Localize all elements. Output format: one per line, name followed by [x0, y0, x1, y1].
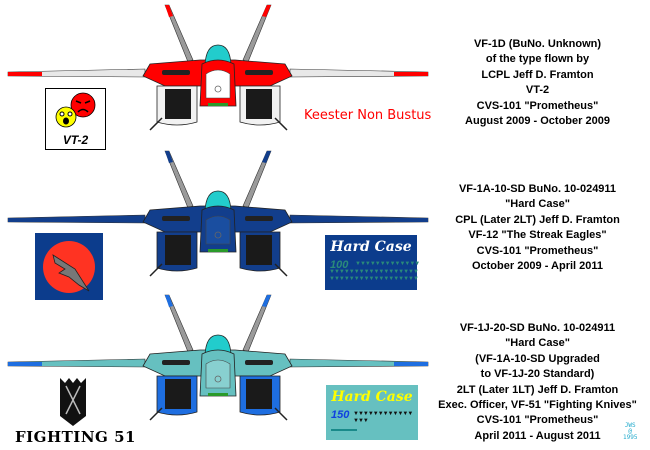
caption-vf-1j: VF-1J-20-SD BuNo. 10-024911 "Hard Case" … — [425, 321, 650, 444]
caption-line: of the type flown by — [485, 53, 590, 66]
caption-line: August 2009 - October 2009 — [465, 115, 610, 128]
nose-art-title: Hard Case — [331, 389, 413, 405]
caption-line: Exec. Officer, VF-51 "Fighting Knives" — [438, 399, 637, 412]
hard-case-nose-art: Hard Case 100 ▼▼▼▼▼▼▼▼▼▼▼▼▼ ▼▼▼▼▼▼▼▼▼▼▼▼… — [325, 235, 420, 290]
caption-line: "Hard Case" — [505, 337, 570, 350]
vt-2-squadron-badge: VT-2 — [45, 88, 106, 150]
caption-line: (VF-1A-10-SD Upgraded — [475, 352, 600, 365]
nose-art-title: Hard Case — [330, 239, 412, 255]
caption-line: VF-1A-10-SD BuNo. 10-024911 — [458, 183, 617, 195]
hard-case-nose-art: Hard Case 150 ▼▼▼▼▼▼▼▼▼▼▼▼▼▼▼ — [326, 385, 418, 440]
caption-line: CVS-101 "Prometheus" — [476, 99, 599, 112]
caption-line: VF-1J-20-SD BuNo. 10-024911 — [459, 322, 616, 334]
eagle-emblem-icon — [43, 241, 95, 293]
caption-line: CVS-101 "Prometheus" — [476, 244, 599, 257]
angry-faces-icon — [55, 92, 96, 128]
caption-line: CPL (Later 2LT) Jeff D. Framton — [455, 213, 620, 226]
caption-line: October 2009 - April 2011 — [471, 260, 604, 273]
signature-line: @ — [628, 428, 633, 435]
aircraft-silhouette-icon — [331, 429, 357, 431]
caption-line: VT-2 — [525, 84, 550, 97]
caption-vf-1a: VF-1A-10-SD BuNo. 10-024911 "Hard Case" … — [425, 182, 650, 274]
kill-markings-icon: ▼▼▼▼▼▼▼▼▼▼▼▼▼ — [355, 261, 420, 267]
caption-line: CVS-101 "Prometheus" — [476, 414, 599, 427]
caption-line: April 2011 - August 2011 — [474, 429, 601, 442]
caption-line: VF-1D (BuNo. Unknown) — [473, 38, 602, 50]
caption-line: to VF-1J-20 Standard) — [480, 368, 595, 381]
caption-line: VF-12 "The Streak Eagles" — [468, 229, 607, 242]
caption-vf-1d: VF-1D (BuNo. Unknown) of the type flown … — [425, 37, 650, 129]
streak-eagles-badge — [35, 233, 103, 300]
kill-count: 100 — [330, 259, 349, 271]
kill-markings-icon: ▼▼▼▼▼▼▼▼▼▼▼▼▼▼▼ — [353, 411, 413, 424]
badge-label: VT-2 — [62, 133, 89, 147]
artist-signature: JWS @ 1995 — [623, 423, 637, 441]
caption-line: 2LT (Later 1LT) Jeff D. Framton — [456, 383, 619, 396]
squadron-label: FIGHTING 51 — [15, 428, 136, 446]
kill-count: 150 — [331, 409, 350, 421]
squadron-motto: Keester Non Bustus — [304, 108, 432, 123]
caption-line: "Hard Case" — [505, 198, 570, 211]
caption-line: LCPL Jeff D. Framton — [481, 68, 594, 81]
fighting-knives-shield-icon — [60, 378, 86, 426]
kill-markings-icon: ▼▼▼▼▼▼▼▼▼▼▼▼▼▼▼▼▼▼▼▼▼▼▼▼▼▼▼▼▼▼▼▼▼▼▼▼ — [329, 269, 419, 282]
signature-line: 1995 — [623, 434, 638, 441]
signature-line: JWS — [624, 422, 636, 429]
